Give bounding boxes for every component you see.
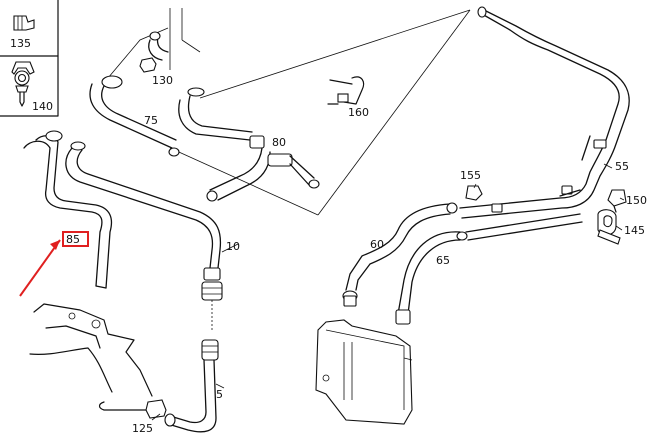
- clip-145: [597, 209, 621, 245]
- label-leaders: [151, 163, 625, 421]
- label-60: 60: [370, 238, 384, 251]
- hose-60: [342, 202, 458, 307]
- highlight-85: [19, 231, 89, 297]
- clip-135-icon: [13, 15, 35, 31]
- label-155: 155: [460, 169, 481, 182]
- hose-130: [139, 31, 169, 73]
- label-80: 80: [272, 136, 286, 149]
- label-135: 135: [10, 37, 31, 50]
- label-150: 150: [626, 194, 647, 207]
- fitting-150: [607, 189, 627, 213]
- hose-75: [89, 75, 180, 157]
- hose-80: [178, 87, 320, 202]
- label-145: 145: [624, 224, 645, 237]
- hose-85: [23, 130, 113, 289]
- label-65: 65: [436, 254, 450, 267]
- hose-10: [65, 141, 223, 330]
- reservoir-tank: [315, 319, 413, 425]
- hose-5: [164, 339, 219, 433]
- hose-65: [395, 213, 583, 325]
- label-130: 130: [152, 74, 173, 87]
- leader-lines: [107, 8, 471, 216]
- clip-140-icon: [11, 61, 35, 107]
- fitting-155: [465, 185, 483, 201]
- label-75: 75: [144, 114, 158, 127]
- clamp-125: [98, 399, 167, 419]
- part-labels: 135 140 130 75 80 160 85 10 5 125 155 55…: [10, 37, 647, 435]
- bracket-160: [327, 76, 365, 105]
- hose-55: [459, 6, 630, 219]
- label-5: 5: [216, 388, 223, 401]
- label-85: 85: [66, 233, 80, 246]
- label-125: 125: [132, 422, 153, 435]
- label-140: 140: [32, 100, 53, 113]
- engine-block: [29, 303, 153, 397]
- label-160: 160: [348, 106, 369, 119]
- label-55: 55: [615, 160, 629, 173]
- small-parts-inset: [0, 0, 59, 117]
